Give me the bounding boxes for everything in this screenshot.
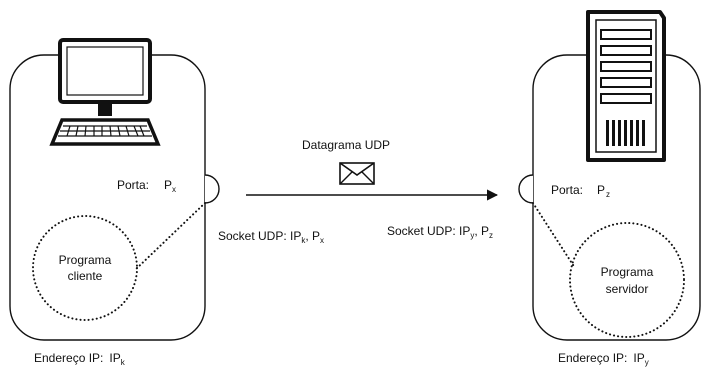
client-port-var: P: [164, 178, 172, 192]
client-program-line2: cliente: [68, 269, 103, 283]
server-port-label: Porta:: [551, 183, 583, 197]
client-program-line1: Programa: [59, 253, 112, 267]
server-ip-label: Endereço IP:IPy: [558, 351, 649, 367]
server-port-sub: z: [606, 190, 610, 199]
client-port-sub: x: [172, 185, 176, 194]
server-port-icon: [518, 174, 534, 204]
server-socket-label: Socket UDP: IPy, Pz: [387, 224, 493, 240]
datagram-label: Datagrama UDP: [302, 138, 390, 152]
envelope-icon: [339, 162, 375, 185]
client-socket-label: Socket UDP: IPk, Px: [218, 229, 324, 245]
client-port-icon: [204, 174, 220, 204]
server-program-circle: [569, 222, 685, 338]
client-port-connector: [134, 202, 206, 271]
client-ip-label: Endereço IP:IPk: [34, 351, 126, 367]
server-port-var: P: [597, 183, 605, 197]
client-port-label: Porta:: [117, 178, 149, 192]
server-program-line1: Programa: [601, 265, 654, 279]
server-program-line2: servidor: [606, 282, 649, 296]
server-tower-icon: [586, 10, 666, 162]
server-port-connector: [532, 202, 576, 269]
desktop-computer-icon: [49, 38, 161, 146]
